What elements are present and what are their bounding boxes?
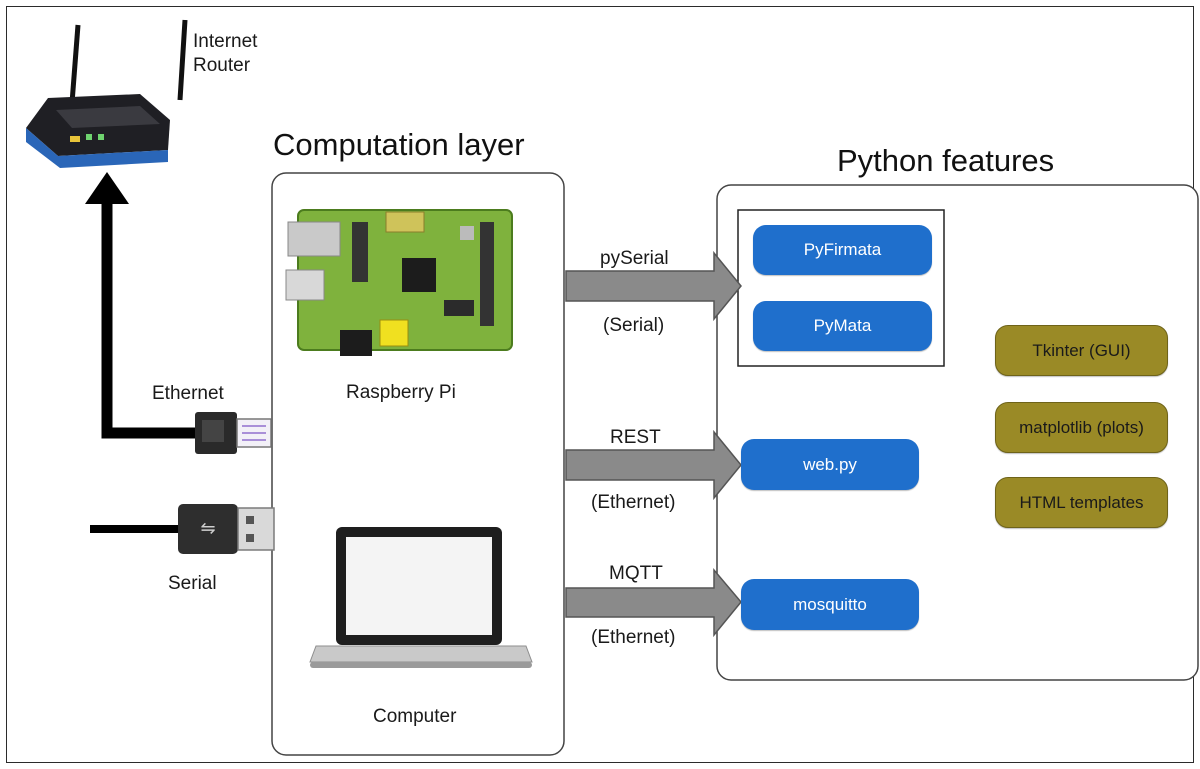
router-label-line2: Router xyxy=(193,55,251,76)
pyfirmata-chip: PyFirmata xyxy=(753,225,932,275)
computation-layer-title: Computation layer xyxy=(273,127,525,162)
protocol-medium-ethernet-mqtt: (Ethernet) xyxy=(591,627,676,648)
raspberry-pi-label: Raspberry Pi xyxy=(346,382,456,403)
webpy-chip: web.py xyxy=(741,439,919,490)
matplotlib-chip: matplotlib (plots) xyxy=(995,402,1168,453)
pymata-chip: PyMata xyxy=(753,301,932,351)
rest-arrow xyxy=(565,429,742,501)
mosquitto-chip: mosquitto xyxy=(741,579,919,630)
pyserial-arrow xyxy=(565,250,742,322)
router-label-line1: Internet xyxy=(193,31,258,52)
ethernet-label: Ethernet xyxy=(152,383,224,404)
protocol-name-mqtt: MQTT xyxy=(609,563,663,584)
computer-label: Computer xyxy=(373,706,457,727)
protocol-name-rest: REST xyxy=(610,427,661,448)
protocol-name-pyserial: pySerial xyxy=(600,248,669,269)
mqtt-arrow xyxy=(565,567,742,638)
protocol-medium-serial: (Serial) xyxy=(603,315,665,336)
ethernet-plug-icon xyxy=(195,412,272,454)
usb-plug-icon: ⇋ xyxy=(178,504,275,554)
serial-label: Serial xyxy=(168,573,217,594)
svg-text:⇋: ⇋ xyxy=(200,518,215,539)
ethernet-uplink-arrow xyxy=(85,172,195,439)
html-templates-chip: HTML templates xyxy=(995,477,1168,528)
protocol-medium-ethernet-rest: (Ethernet) xyxy=(591,492,676,513)
tkinter-chip: Tkinter (GUI) xyxy=(995,325,1168,376)
router-icon xyxy=(26,19,188,168)
router-label: Internet Router xyxy=(193,30,257,78)
python-features-title: Python features xyxy=(837,143,1055,178)
raspberry-pi-board-icon xyxy=(285,209,513,356)
laptop-icon xyxy=(309,527,533,668)
